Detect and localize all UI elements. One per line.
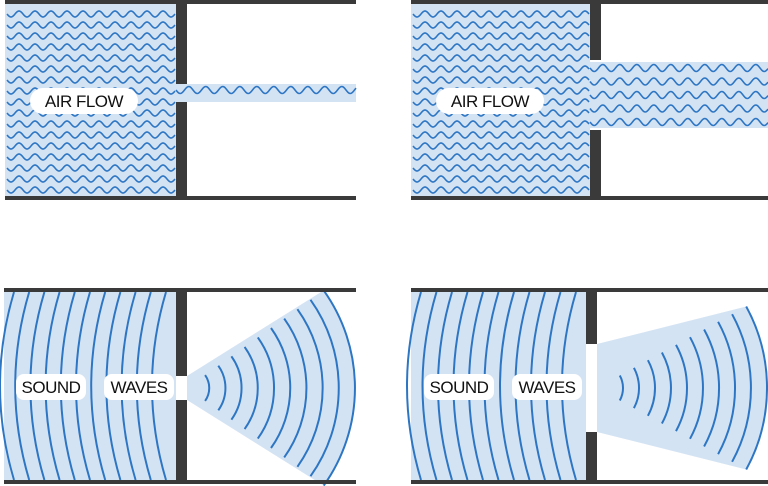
sound-wave-arc [421,291,438,481]
air-wave-line [6,54,176,62]
air-wave-line [412,120,590,128]
air-jet-wave [589,90,768,100]
panel-soundwaves-narrow-opening: SOUND WAVES [0,288,356,486]
air-wave-line [412,32,590,40]
label-background [16,374,86,400]
baffle-wall-lower [586,432,597,484]
air-wave-line [6,65,176,73]
air-wave-line [6,21,176,29]
baffle-wall-lower [176,102,187,200]
air-wave-line [6,153,176,161]
air-wave-line [412,65,590,73]
air-wave-line [6,131,176,139]
label-background [424,374,494,400]
air-wave-line [412,43,590,51]
sound-diffraction-arc [322,289,356,486]
air-wave-line [6,10,176,18]
panel-soundwaves-wide-opening: SOUND WAVES [406,288,768,484]
air-wave-line [412,186,590,194]
air-wave-line [6,186,176,194]
sound-fan-fill [597,306,768,470]
panel-airflow-narrow-opening: AIR FLOW [5,0,357,200]
sound-wave-arc [90,291,107,481]
sound-diffraction-arc [204,374,211,402]
air-jet-fill [590,62,768,128]
label-background [512,374,582,400]
sound-diffraction-arc [633,367,641,409]
label-background [436,88,544,114]
baffle-wall-upper [590,0,601,60]
air-flow-label: AIR FLOW [45,92,124,111]
label-background [30,88,138,114]
sound-diffraction-arc [283,318,308,458]
air-jet-wave [589,63,768,73]
air-wave-line [6,43,176,51]
air-jet-wave [589,77,768,86]
sound-diffraction-arc [717,321,736,455]
baffle-wall-upper [586,288,597,344]
sound-wave-arc [14,291,31,481]
waves-label: WAVES [110,378,167,397]
air-wave-line [412,54,590,62]
air-jet-wave [589,117,768,127]
sound-wave-arc [0,291,15,481]
sound-diffraction-arc [731,313,752,463]
baffle-wall-upper [176,0,187,84]
sound-wave-arc [499,291,515,481]
sound-diffraction-arc [217,365,227,411]
air-wave-line [412,164,590,172]
sound-wave-arc [406,291,422,481]
sound-diffraction-arc [689,336,704,440]
sound-diffraction-arc [745,306,768,470]
air-wave-line [412,131,590,139]
air-wave-line [6,76,176,84]
waves-label: WAVES [518,378,575,397]
baffle-wall-upper [176,288,187,376]
sound-diffraction-arc [647,359,656,417]
sound-diffraction-arc [309,299,340,477]
sound-diffraction-arc [703,329,721,447]
baffle-wall-lower [176,400,187,484]
sound-fan-fill [187,290,355,486]
air-wave-line [412,10,590,18]
air-wave-line [6,142,176,150]
sound-label: SOUND [430,378,489,397]
air-jet-wave [175,85,357,95]
sound-diffraction-arc [296,308,324,468]
panel-airflow-wide-opening: AIR FLOW [411,0,768,200]
air-wave-line [6,175,176,183]
air-flow-label: AIR FLOW [451,92,530,111]
air-wave-line [412,142,590,150]
sound-diffraction-arc [243,346,259,430]
air-wave-line [412,76,590,84]
air-wave-line [6,164,176,172]
air-wave-line [6,32,176,40]
air-wave-line [412,175,590,183]
air-wave-line [412,21,590,29]
air-wave-line [412,153,590,161]
air-jet-wave [589,104,768,113]
sound-diffraction-arc [270,327,292,449]
duct-bottom-edge [411,196,768,200]
label-background [104,374,174,400]
sound-diffraction-arc [661,352,672,424]
air-wave-line [6,120,176,128]
sound-diffraction-arc [230,355,243,421]
sound-diffraction-arc [256,336,276,440]
sound-diffraction-arc [675,344,688,432]
sound-diffraction-arc [618,375,624,401]
baffle-wall-lower [590,130,601,200]
sound-label: SOUND [22,378,81,397]
duct-top-edge [411,0,768,4]
